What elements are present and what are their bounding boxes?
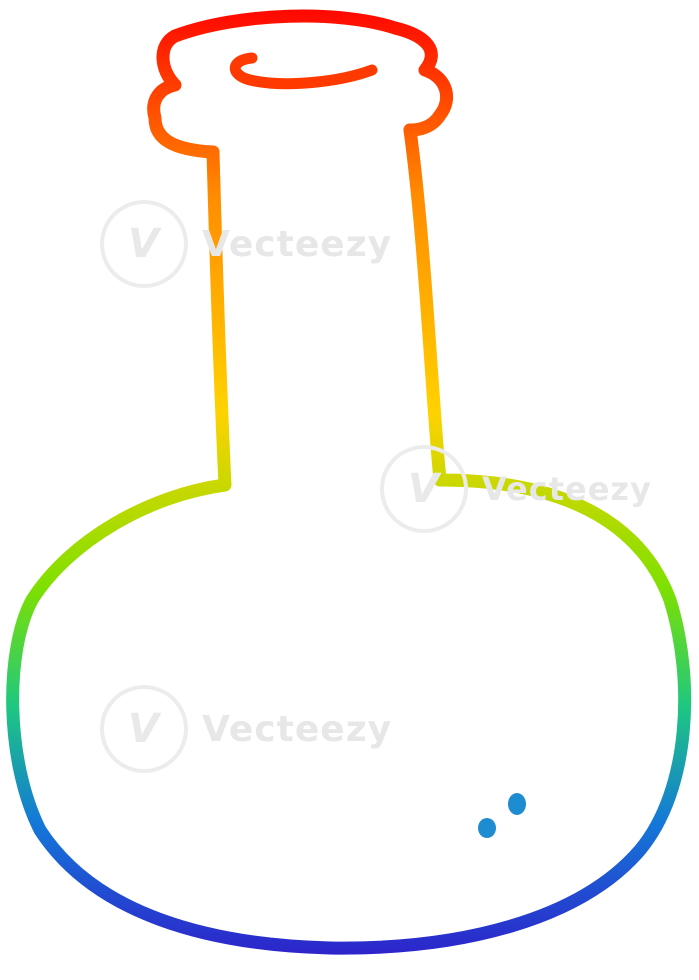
bottle-opening-curve [229,52,378,90]
highlight-dot [508,793,526,815]
highlight-dot [478,818,496,838]
bottle-lip-outline [147,9,454,159]
bottle-outline [6,123,692,955]
